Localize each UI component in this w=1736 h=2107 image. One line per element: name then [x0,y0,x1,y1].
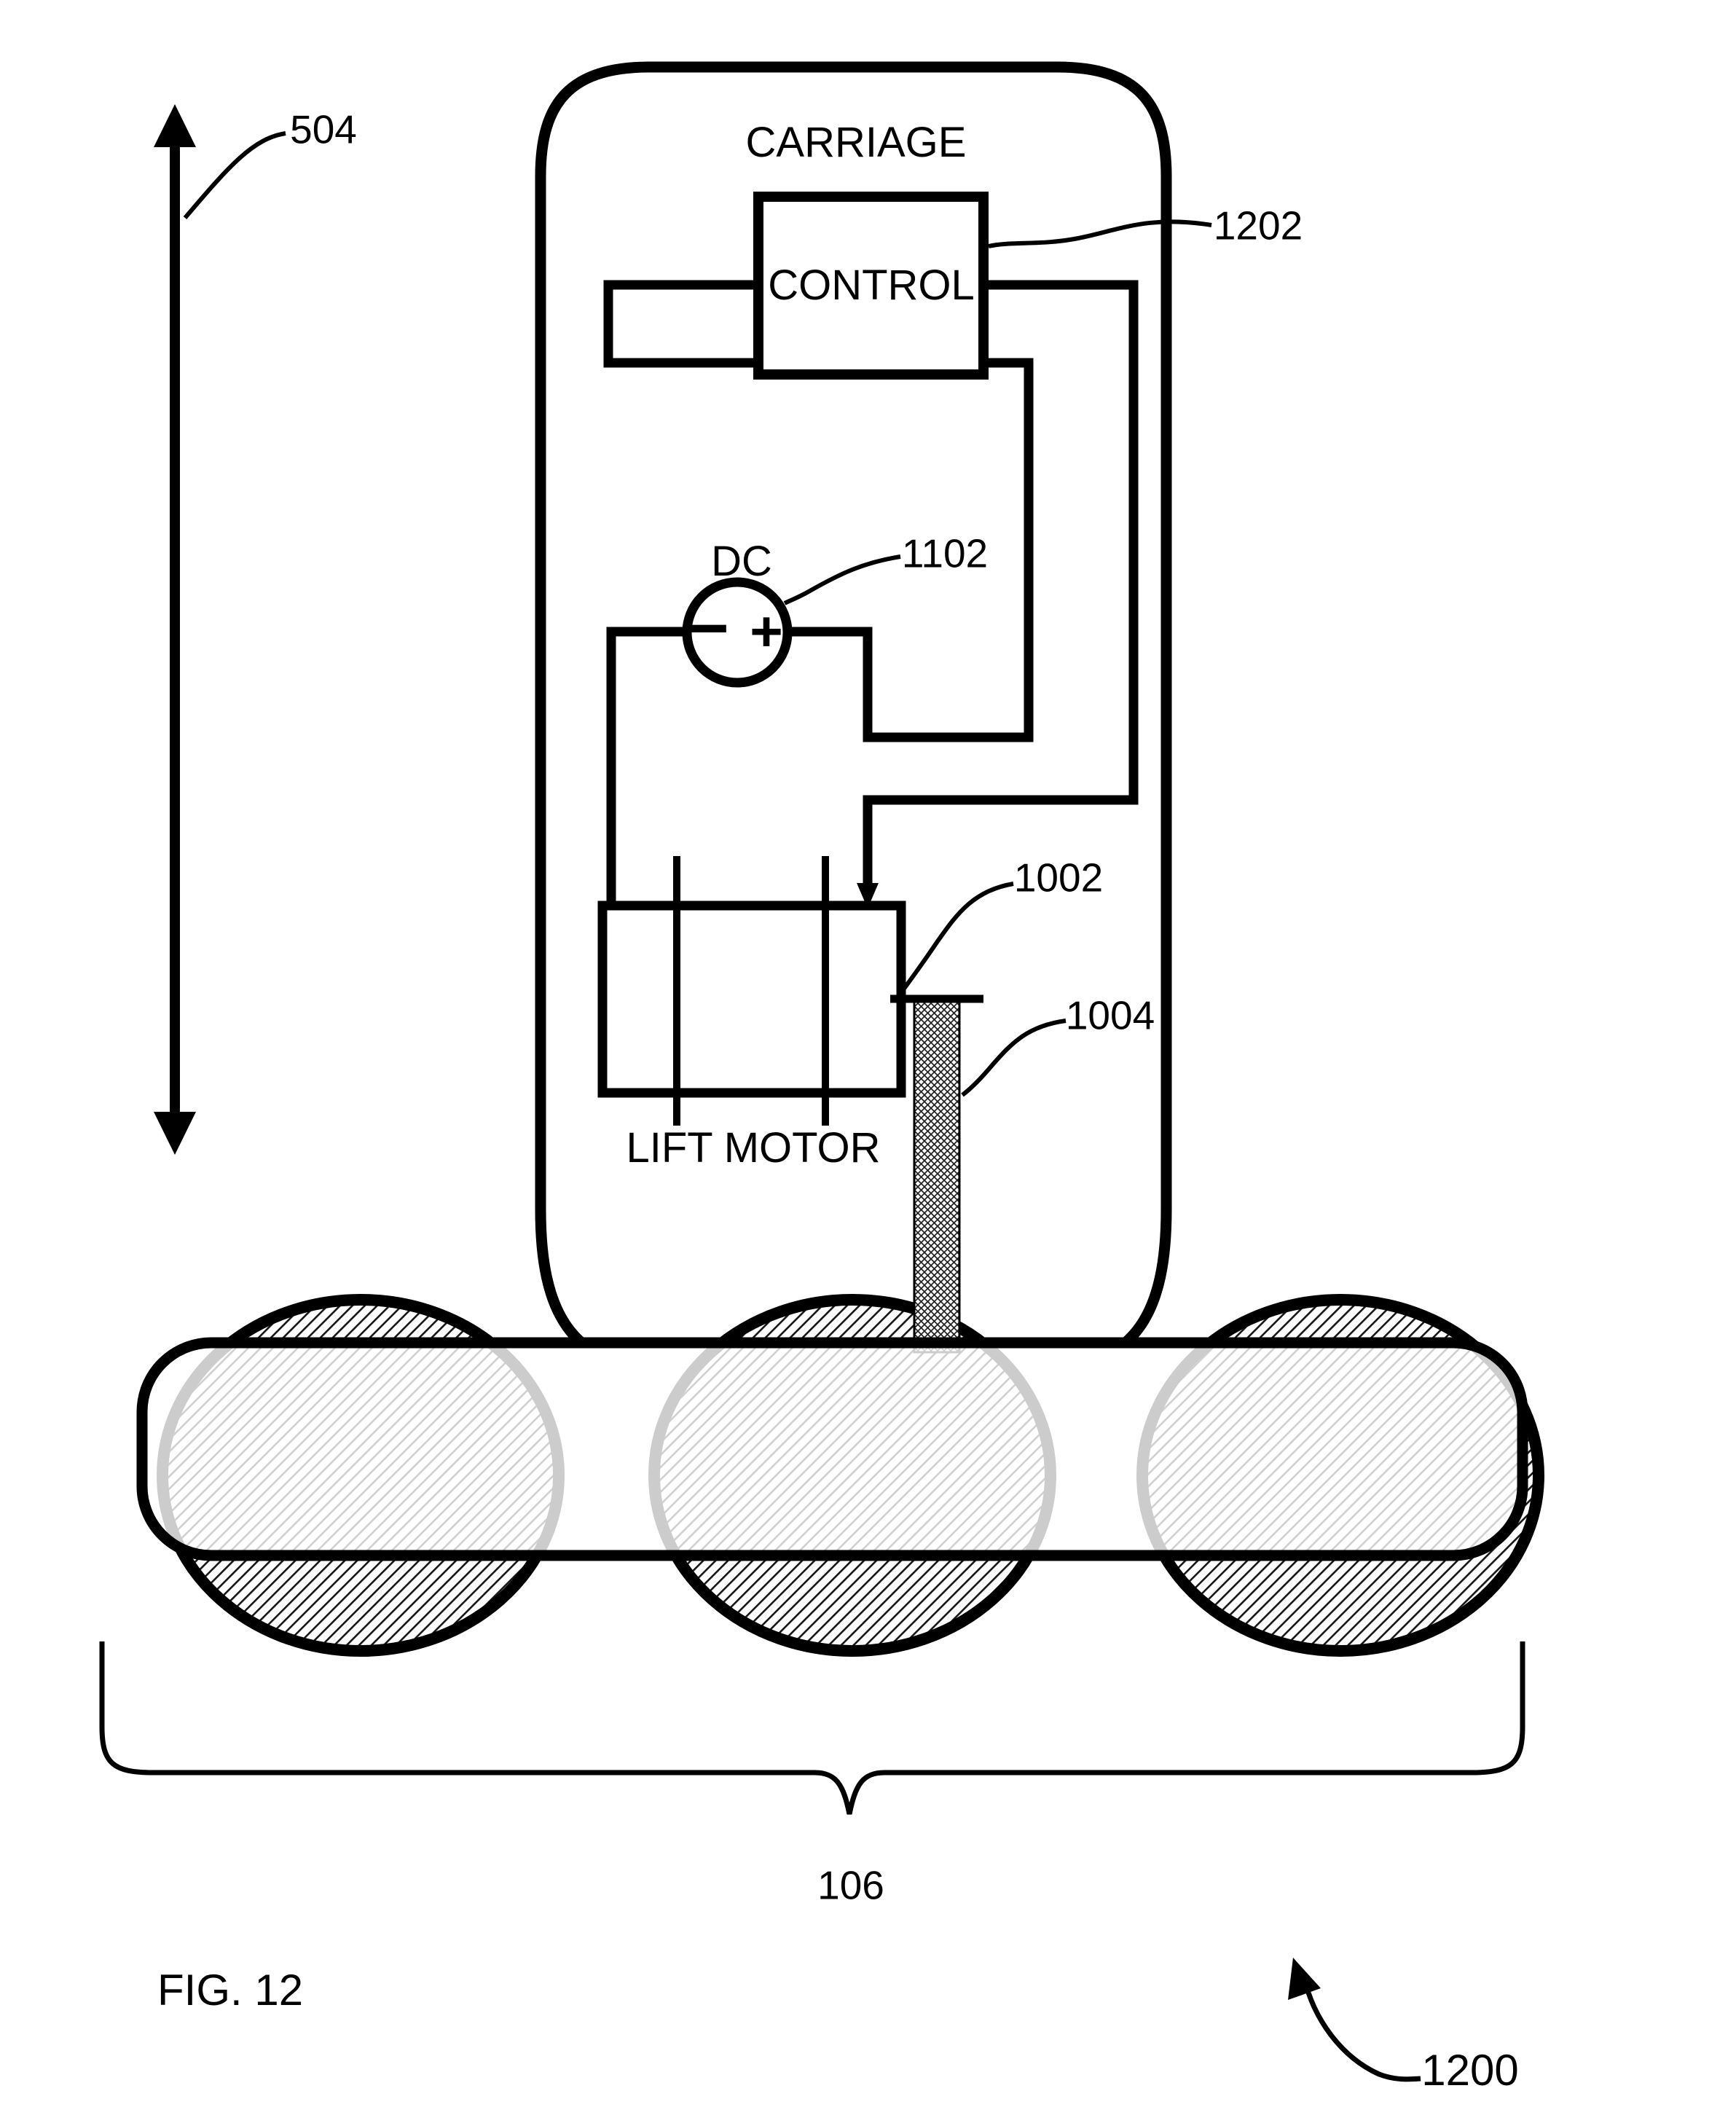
curved-arrow-icon [1288,1958,1421,2082]
brace-106 [99,1641,1525,1815]
wire-control-to-motor [863,280,1139,886]
minus-icon: − [688,589,729,667]
carriage-label: CARRIAGE [745,119,967,166]
leader-1102 [783,554,901,605]
ref-504: 504 [290,106,357,152]
lift-motor-label: LIFT MOTOR [626,1124,881,1172]
leader-1002 [902,882,1014,990]
lift-motor-box [597,901,906,1098]
control-box [753,192,989,380]
down-arrowhead-icon [857,883,879,909]
ref-1102: 1102 [901,530,989,576]
figure-title: FIG. 12 [157,1966,304,2014]
ref-1002: 1002 [1013,855,1104,901]
leader-504 [183,131,286,219]
dc-source-circle [682,577,793,688]
wire-dc-minus-to-motor [606,627,687,903]
dc-label: DC [711,538,772,585]
leader-1202 [988,219,1212,248]
ref-1004: 1004 [1065,992,1155,1038]
plus-icon: + [750,599,783,663]
ref-1200: 1200 [1421,2046,1519,2095]
lift-shaft [890,994,983,1354]
ref-1202: 1202 [1213,203,1303,248]
control-label: CONTROL [768,262,975,309]
ref-106: 106 [817,1862,884,1908]
wire-control-to-dc-plus [603,280,1034,742]
leader-1004 [961,1019,1067,1097]
up-down-arrow-icon [154,104,196,1155]
platform-bar [136,1337,1528,1561]
